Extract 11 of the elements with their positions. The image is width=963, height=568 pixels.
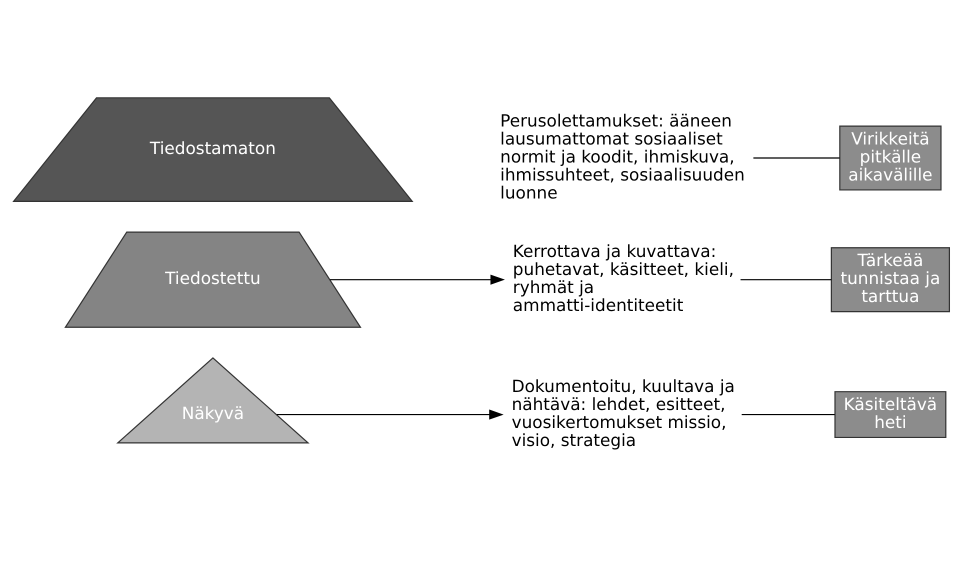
arrow [276,409,504,420]
arrow [330,274,505,284]
node-box: Tärkeää tunnistaa ja tarttua [830,246,950,312]
node-text: Perusolettamukset: ääneen lausumattomat sosiaaliset normit ja koodit, ihmiskuva, ihmissuhteet, sosiaalisuuden luonne [500,110,745,202]
node-text: Dokumentoitu, kuultava ja nähtävä: lehdet, esitteet, vuosikertomukset missio, visio, strategia [512,375,735,450]
node-text: Kerrottava ja kuvattava: puhetavat, käsitteet, kieli, ryhmät ja ammatti-identiteetit [512,240,734,315]
node-box: Virikkeitä pitkälle aikavälille [839,125,942,190]
node-box: Käsiteltävä heti [834,390,946,438]
connector [740,278,832,280]
connector [742,413,835,415]
connector [753,156,840,158]
